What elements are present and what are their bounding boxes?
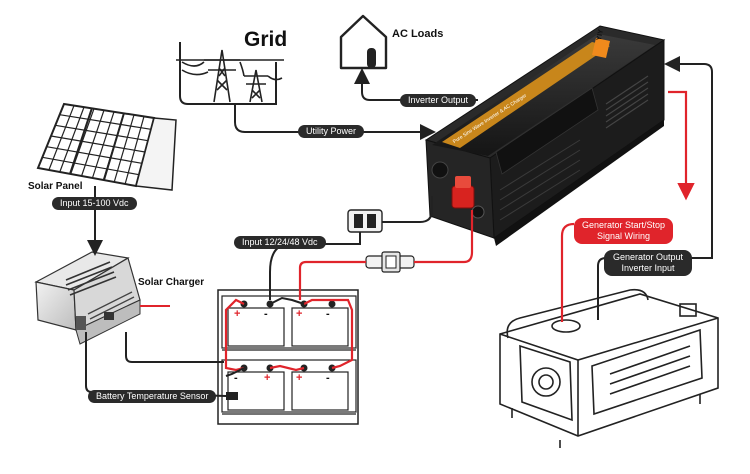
solar-panel-icon: [36, 102, 177, 191]
generator-start-line-2: Signal Wiring: [597, 231, 651, 241]
solar-cell-line: [50, 135, 146, 153]
grid-icon: [176, 42, 284, 105]
solar-cell-line: [46, 146, 143, 164]
ac-loads-title: AC Loads: [392, 28, 444, 40]
battery-connector: [347, 209, 383, 233]
solar-charger-title: Solar Charger: [138, 277, 205, 288]
battery-3-plus: +: [264, 372, 271, 384]
battery-bank: [217, 289, 359, 425]
house-icon: [339, 14, 388, 70]
inverter-output-label: Inverter Output: [400, 94, 477, 107]
solar-charger-device: [34, 251, 141, 345]
solar-panel-title: Solar Panel: [28, 181, 83, 192]
input-12-24-48-label: Input 12/24/48 Vdc: [234, 236, 326, 249]
generator-start-stop-label: Generator Start/Stop Signal Wiring: [574, 218, 674, 244]
battery-2-plus: +: [296, 308, 303, 320]
grid-title: Grid: [244, 28, 288, 51]
battery-4-minus: -: [326, 372, 330, 384]
fuse-holder: [365, 251, 415, 273]
generator-device: [499, 288, 719, 448]
generator-output-line-2: Inverter Input: [621, 263, 675, 273]
battery-1-minus: -: [264, 308, 268, 320]
utility-power-label: Utility Power: [298, 125, 365, 138]
battery-1-plus: +: [234, 308, 241, 320]
generator-output-line-1: Generator Output: [613, 252, 684, 262]
battery-4-plus: +: [296, 372, 303, 384]
generator-start-line-1: Generator Start/Stop: [582, 220, 666, 230]
inverter-device: [424, 25, 666, 246]
solar-cell-line: [59, 114, 152, 130]
solar-cell-line: [42, 156, 140, 176]
battery-temp-label: Battery Temperature Sensor: [88, 390, 217, 403]
battery-3-minus: -: [234, 372, 238, 384]
generator-output-label: Generator Output Inverter Input: [604, 250, 693, 276]
input-15-100-label: Input 15-100 Vdc: [52, 197, 137, 210]
battery-2-minus: -: [326, 308, 330, 320]
solar-cell-line: [55, 124, 149, 142]
